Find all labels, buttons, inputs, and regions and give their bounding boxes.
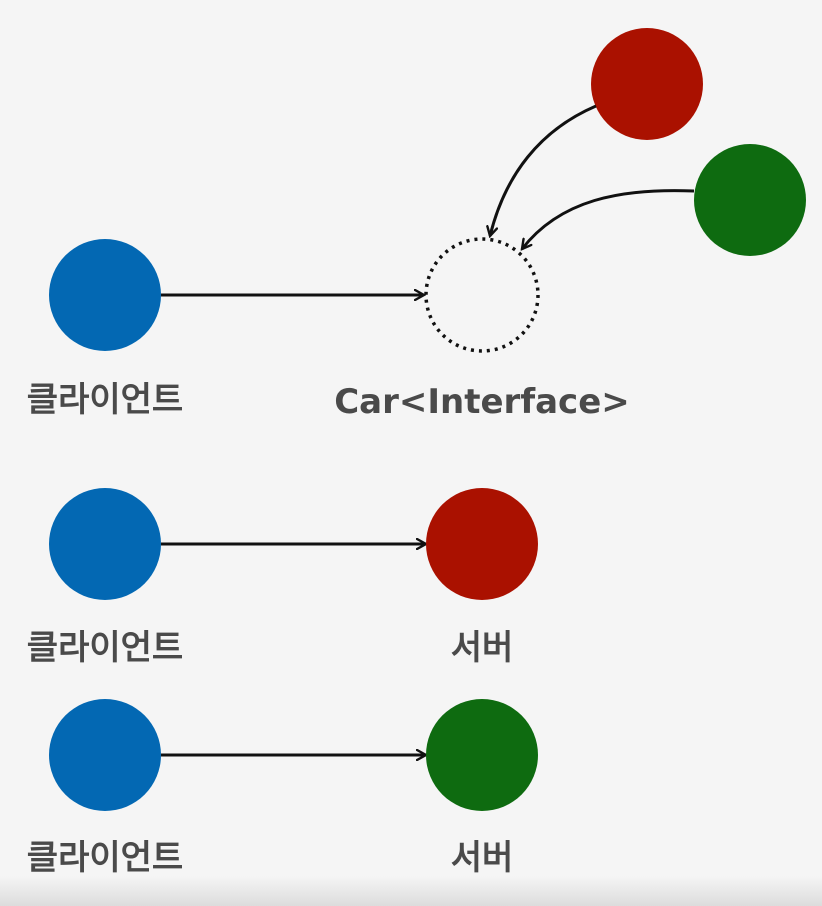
- interface-node: [424, 237, 540, 353]
- implementation-node-red: [591, 28, 703, 140]
- client-node-bottom: [49, 699, 161, 811]
- client-node-middle: [49, 488, 161, 600]
- client-node-top: [49, 239, 161, 351]
- implementation-node-green: [694, 144, 806, 256]
- arrow-red-to-interface: [490, 104, 597, 236]
- client-label-middle: 클라이언트: [26, 628, 184, 668]
- client-label-top: 클라이언트: [26, 380, 184, 420]
- arrow-green-to-interface: [522, 189, 695, 249]
- client-label-bottom: 클라이언트: [26, 838, 184, 878]
- interface-label: Car<Interface>: [334, 382, 630, 422]
- server-node-red: [426, 488, 538, 600]
- server-label-bottom: 서버: [450, 838, 514, 878]
- server-node-green: [426, 699, 538, 811]
- server-label-middle: 서버: [450, 628, 514, 668]
